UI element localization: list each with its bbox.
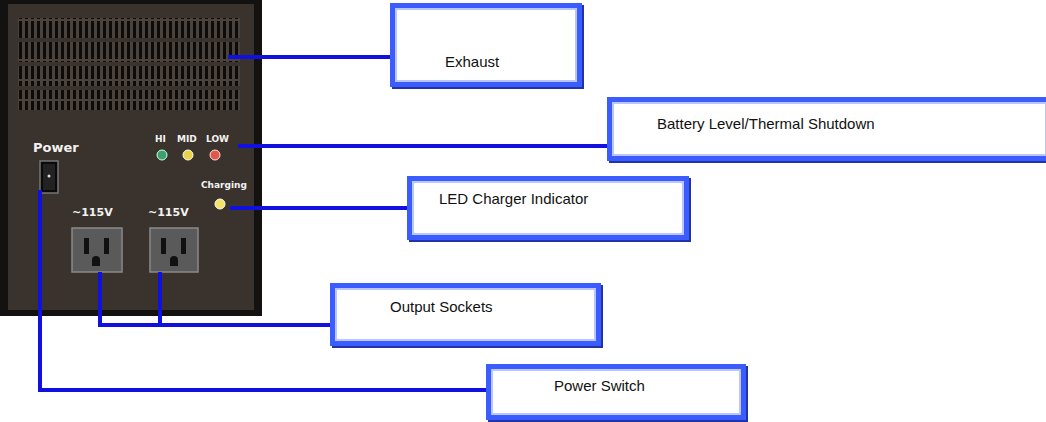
- led-charging: [215, 199, 225, 209]
- panel-label: ~115V: [148, 206, 189, 219]
- output-socket: [150, 228, 198, 272]
- leader-line: [238, 144, 609, 148]
- exhaust-grille: [18, 18, 240, 38]
- front-panel: [8, 4, 254, 310]
- led-hi: [157, 150, 167, 160]
- leader-line: [230, 206, 409, 210]
- callout-box: LED Charger Indicator: [407, 176, 689, 240]
- panel-label: Charging: [201, 180, 247, 190]
- panel-label: ~115V: [72, 206, 113, 219]
- callout-label: LED Charger Indicator: [439, 190, 588, 207]
- switch-dot: [48, 175, 51, 178]
- callout-box: Exhaust: [390, 3, 582, 87]
- leader-line: [228, 55, 392, 59]
- exhaust-grille: [18, 66, 240, 86]
- callout-label: Exhaust: [445, 53, 499, 70]
- power-switch: [40, 161, 58, 193]
- callout-box: Power Switch: [486, 364, 746, 420]
- callout-label: Output Sockets: [390, 298, 493, 315]
- panel-label: Power: [33, 140, 79, 155]
- callout-label: Battery Level/Thermal Shutdown: [657, 115, 875, 132]
- panel-label: HI: [155, 134, 166, 144]
- panel-label: LOW: [206, 134, 229, 144]
- led-low: [210, 150, 220, 160]
- led-mid: [183, 150, 193, 160]
- exhaust-grille: [18, 42, 240, 62]
- callout-box: Output Sockets: [330, 283, 601, 346]
- panel-label: MID: [177, 134, 197, 144]
- output-socket: [72, 228, 122, 272]
- callout-box: Battery Level/Thermal Shutdown: [607, 97, 1046, 161]
- exhaust-grille: [18, 90, 240, 110]
- power-switch-rocker: [43, 164, 55, 190]
- callout-label: Power Switch: [554, 377, 645, 394]
- leader-line: [100, 272, 332, 325]
